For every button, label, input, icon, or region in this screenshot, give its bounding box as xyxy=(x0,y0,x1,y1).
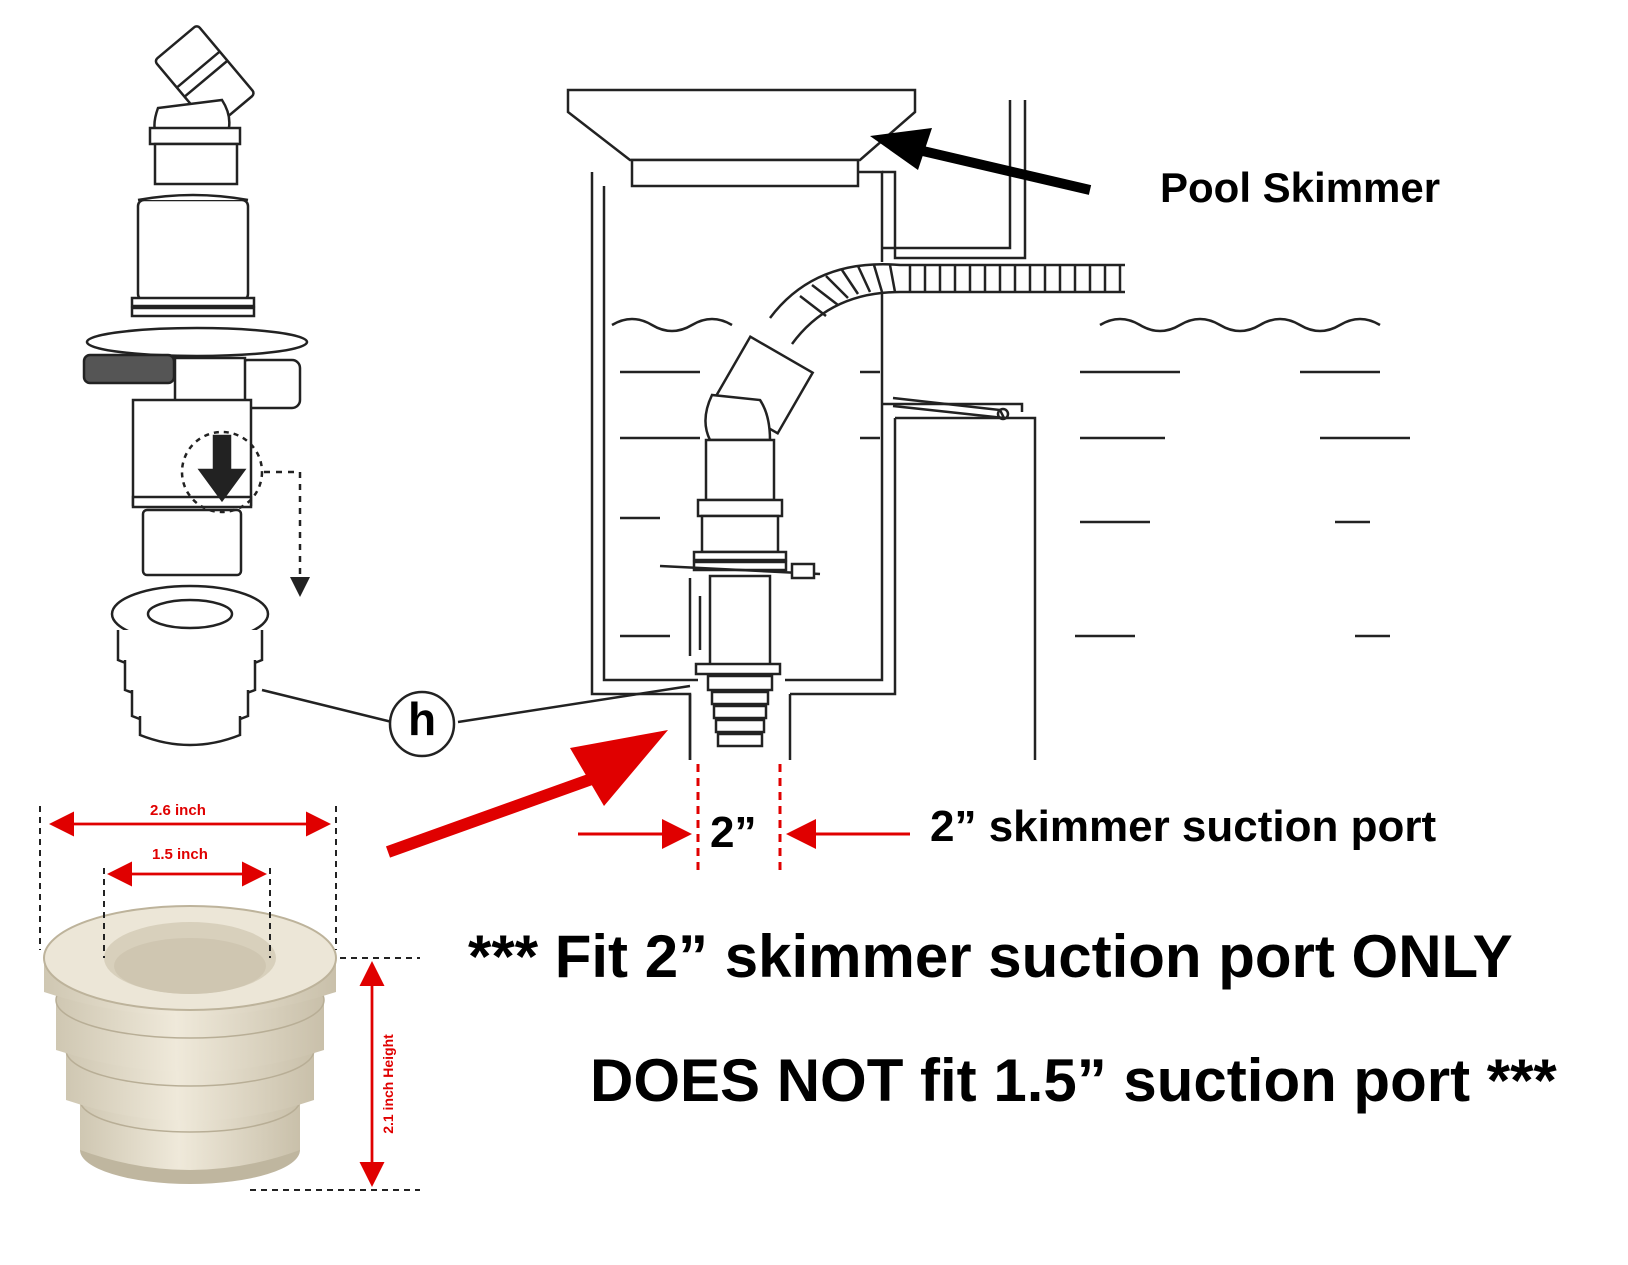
red-arrow-to-port xyxy=(385,730,668,858)
skimmer-diagram xyxy=(566,88,1410,760)
adapter-photo xyxy=(43,905,337,1184)
adapter-dimensions xyxy=(39,806,420,1191)
pool-skimmer-label: Pool Skimmer xyxy=(1160,164,1441,211)
inner-width-label: 1.5 inch xyxy=(152,846,208,863)
fit-notice: *** Fit 2” skimmer suction port ONLY xyxy=(468,923,1513,990)
part-marker-label: h xyxy=(407,693,437,745)
outer-width-label: 2.6 inch xyxy=(150,802,206,819)
vacuum-head-assembly xyxy=(82,25,310,597)
part-callout xyxy=(261,684,691,758)
not-fit-notice: DOES NOT fit 1.5” suction port *** xyxy=(590,1047,1557,1114)
adapter-part-h xyxy=(110,584,270,747)
port-size-label: 2” xyxy=(710,808,757,857)
port-caption-label: 2” skimmer suction port xyxy=(930,802,1437,851)
skimmer-pointer-arrow xyxy=(870,128,1092,195)
port-dimension xyxy=(578,764,910,870)
height-label: 2.1 inch Height xyxy=(379,1034,396,1134)
